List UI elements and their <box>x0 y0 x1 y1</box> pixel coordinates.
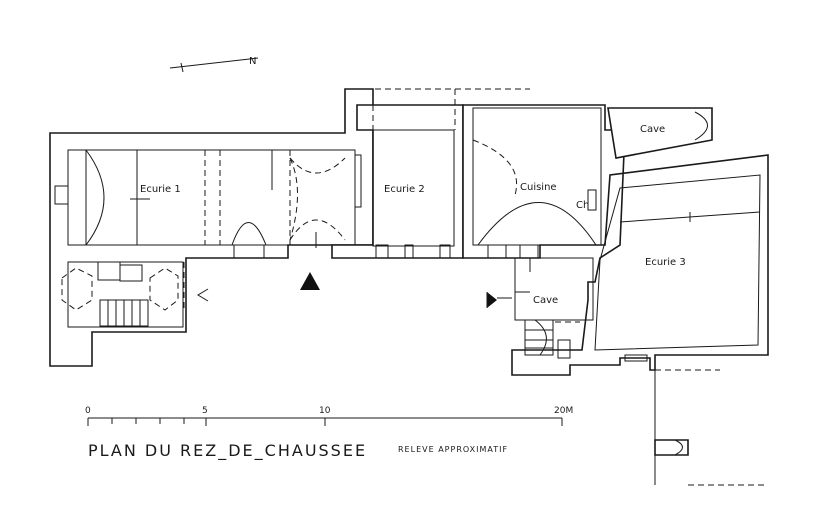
stair-treads-west <box>99 299 149 327</box>
scale-tick-20: 20M <box>554 406 573 416</box>
stair-treads-east <box>524 319 554 356</box>
room-label-cave-top: Cave <box>640 124 665 135</box>
scale-bar: 0 5 10 20M <box>85 406 573 426</box>
entrance-marker-main <box>300 272 320 290</box>
room-label-ecurie-3: Ecurie 3 <box>645 257 686 268</box>
room-label-ch: Ch <box>576 200 589 211</box>
room-label-cuisine: Cuisine <box>520 182 557 193</box>
entrance-marker-east <box>487 292 497 308</box>
north-label: N <box>249 56 256 67</box>
north-arrow: N <box>169 56 259 73</box>
wall-east-building <box>462 104 769 486</box>
wall-west-building <box>49 88 374 367</box>
access-chevron <box>197 288 209 302</box>
scale-tick-0: 0 <box>85 406 91 416</box>
plan-subtitle: RELEVE APPROXIMATIF <box>398 445 508 454</box>
room-label-ecurie-1: Ecurie 1 <box>140 184 181 195</box>
room-label-ecurie-2: Ecurie 2 <box>384 184 425 195</box>
scale-tick-10: 10 <box>319 406 331 416</box>
scale-tick-5: 5 <box>202 406 208 416</box>
plan-title: PLAN DU REZ_DE_CHAUSSEE <box>88 441 367 461</box>
room-label-cave-lower: Cave <box>533 295 558 306</box>
